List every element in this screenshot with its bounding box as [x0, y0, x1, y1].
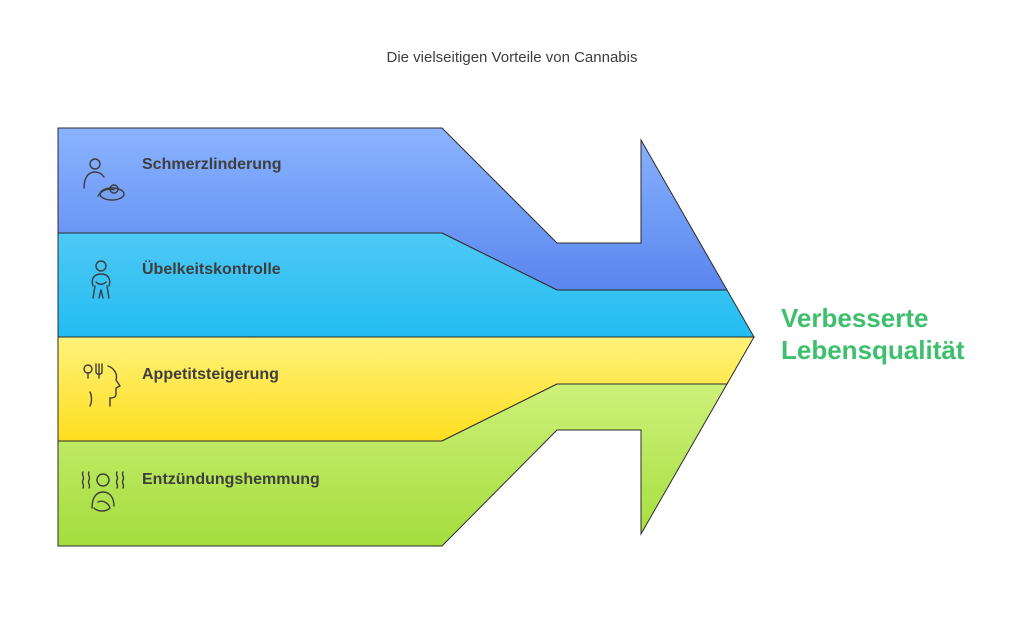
band-entzuendungshemmung: [57, 383, 728, 547]
band-label-uebelkeitskontrolle: Übelkeitskontrolle: [142, 259, 281, 278]
outcome-label: Verbesserte Lebensqualität: [781, 302, 964, 366]
inflammation-icon: [81, 471, 125, 512]
appetite-icon: [83, 363, 121, 407]
band-label-schmerzlinderung: Schmerzlinderung: [142, 156, 282, 173]
band-label-entzuendungshemmung: Entzündungshemmung: [142, 471, 320, 488]
outcome-line-2: Lebensqualität: [781, 335, 965, 365]
person-nausea-icon: [91, 260, 111, 299]
band-label-appetitsteigerung: Appetitsteigerung: [142, 366, 279, 383]
diagram-title: Die vielseitigen Vorteile von Cannabis: [386, 49, 638, 66]
caregiver-icon: [83, 158, 125, 201]
outcome-line-1: Verbesserte: [781, 303, 929, 333]
